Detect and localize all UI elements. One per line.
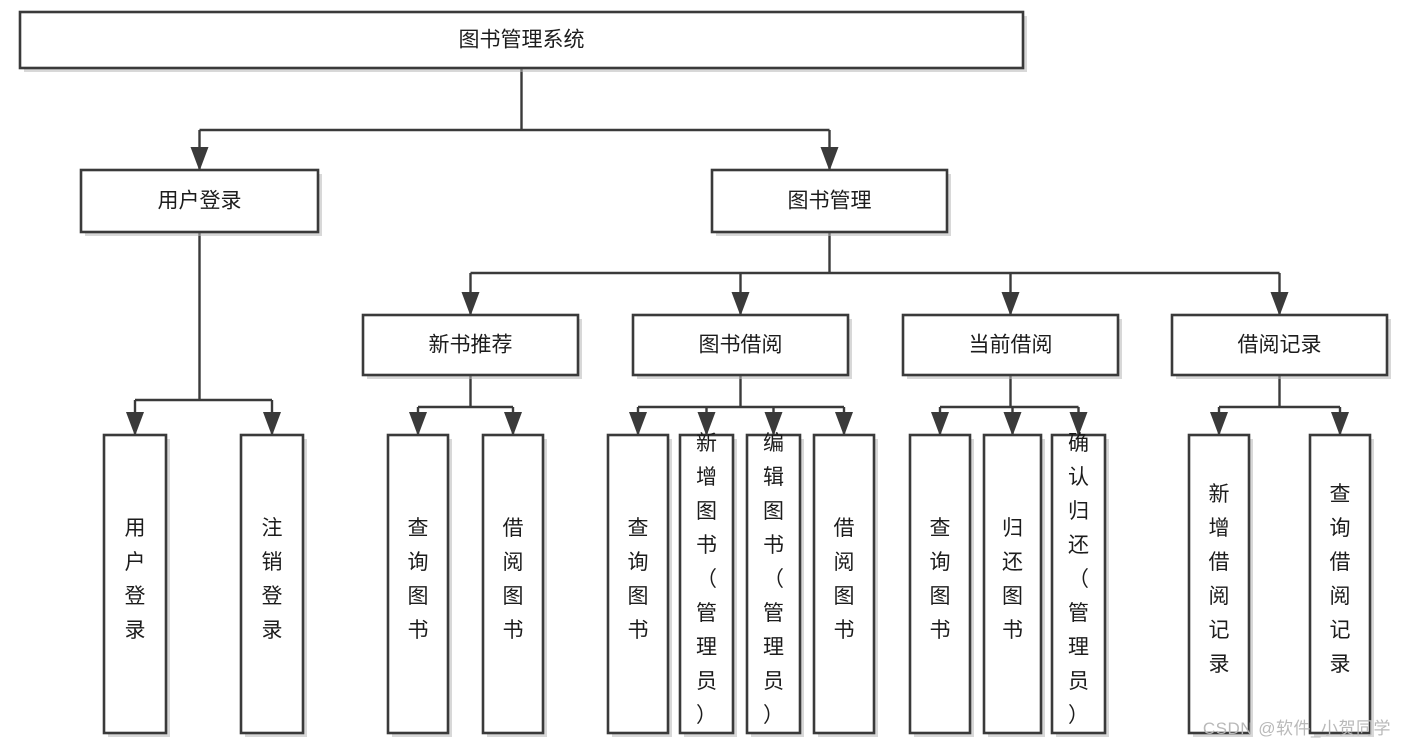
arrow-head xyxy=(190,147,209,171)
node-current-borrow[interactable]: 当前借阅 xyxy=(901,313,1122,379)
node-add-borrow-record[interactable]: 新增借阅记录 xyxy=(1187,433,1253,737)
node-query-book-3[interactable]: 查询图书 xyxy=(908,433,974,737)
node-book-manage[interactable]: 图书管理 xyxy=(710,168,951,236)
node-label: 查询图书 xyxy=(408,517,429,642)
node-box[interactable] xyxy=(745,433,802,735)
node-box[interactable] xyxy=(606,433,670,735)
node-label: 用户登录 xyxy=(158,190,242,213)
node-box[interactable] xyxy=(239,433,305,735)
node-box[interactable] xyxy=(908,433,972,735)
node-label: 新增借阅记录 xyxy=(1209,483,1230,676)
node-label: 确认归还（管理员） xyxy=(1068,432,1089,727)
arrow-head xyxy=(820,147,839,171)
node-root[interactable]: 图书管理系统 xyxy=(18,10,1027,72)
node-label: 查询图书 xyxy=(930,517,951,642)
arrow-head xyxy=(1003,412,1022,436)
node-box[interactable] xyxy=(18,10,1025,70)
arrow-head xyxy=(1210,412,1228,436)
arrow-head xyxy=(1331,412,1349,436)
node-query-book-2[interactable]: 查询图书 xyxy=(606,433,672,737)
node-label: 当前借阅 xyxy=(969,334,1053,357)
node-query-book-1[interactable]: 查询图书 xyxy=(386,433,452,737)
node-user-login-leaf[interactable]: 用户登录 xyxy=(102,433,170,737)
arrow-head xyxy=(1001,292,1020,316)
node-box[interactable] xyxy=(102,433,168,735)
node-query-borrow-record[interactable]: 查询借阅记录 xyxy=(1308,433,1374,737)
node-box[interactable] xyxy=(901,313,1120,377)
node-box[interactable] xyxy=(481,433,545,735)
node-layer: 图书管理系统用户登录用户登录注销登录图书管理新书推荐查询图书借阅图书图书借阅查询… xyxy=(18,10,1391,737)
node-box[interactable] xyxy=(982,433,1043,735)
node-book-borrow[interactable]: 图书借阅 xyxy=(631,313,852,379)
arrow-head xyxy=(1270,292,1289,316)
node-box[interactable] xyxy=(1308,433,1372,735)
node-label: 查询借阅记录 xyxy=(1330,483,1351,676)
arrow-head xyxy=(764,412,783,436)
connector-layer xyxy=(126,68,1349,436)
node-label: 查询图书 xyxy=(628,517,649,642)
node-label: 借阅图书 xyxy=(503,517,524,642)
node-box[interactable] xyxy=(1050,433,1107,735)
arrow-head xyxy=(263,412,281,436)
arrow-head xyxy=(504,412,522,436)
node-label: 图书管理系统 xyxy=(459,29,585,52)
node-label: 新增图书（管理员） xyxy=(696,432,717,727)
node-box[interactable] xyxy=(1187,433,1251,735)
node-edit-book-admin[interactable]: 编辑图书（管理员） xyxy=(745,432,804,737)
arrow-head xyxy=(126,412,144,436)
node-box[interactable] xyxy=(678,433,735,735)
node-label: 图书管理 xyxy=(788,190,872,213)
node-label: 借阅图书 xyxy=(834,517,855,642)
arrow-head xyxy=(835,412,853,436)
arrow-head xyxy=(461,292,480,316)
node-return-book[interactable]: 归还图书 xyxy=(982,433,1045,737)
node-box[interactable] xyxy=(79,168,320,234)
arrow-head xyxy=(629,412,647,436)
node-new-book-recommend[interactable]: 新书推荐 xyxy=(361,313,582,379)
arrow-head xyxy=(697,412,716,436)
node-user-login[interactable]: 用户登录 xyxy=(79,168,322,236)
node-borrow-book-1[interactable]: 借阅图书 xyxy=(481,433,547,737)
node-borrow-record[interactable]: 借阅记录 xyxy=(1170,313,1391,379)
arrow-head xyxy=(1069,412,1088,436)
node-label: 新书推荐 xyxy=(429,334,513,357)
node-box[interactable] xyxy=(710,168,949,234)
node-label: 编辑图书（管理员） xyxy=(763,432,784,727)
node-label: 图书借阅 xyxy=(699,334,783,357)
node-confirm-return-admin[interactable]: 确认归还（管理员） xyxy=(1050,432,1109,737)
node-label: 注销登录 xyxy=(262,517,283,642)
node-box[interactable] xyxy=(386,433,450,735)
node-box[interactable] xyxy=(812,433,876,735)
node-label: 用户登录 xyxy=(125,517,146,642)
node-box[interactable] xyxy=(361,313,580,377)
node-box[interactable] xyxy=(631,313,850,377)
arrow-head xyxy=(931,412,949,436)
arrow-head xyxy=(731,292,750,316)
node-label: 归还图书 xyxy=(1002,517,1023,642)
node-label: 借阅记录 xyxy=(1238,334,1322,357)
arrow-head xyxy=(409,412,427,436)
node-borrow-book-2[interactable]: 借阅图书 xyxy=(812,433,878,737)
node-user-logout-leaf[interactable]: 注销登录 xyxy=(239,433,307,737)
node-box[interactable] xyxy=(1170,313,1389,377)
node-add-book-admin[interactable]: 新增图书（管理员） xyxy=(678,432,737,737)
